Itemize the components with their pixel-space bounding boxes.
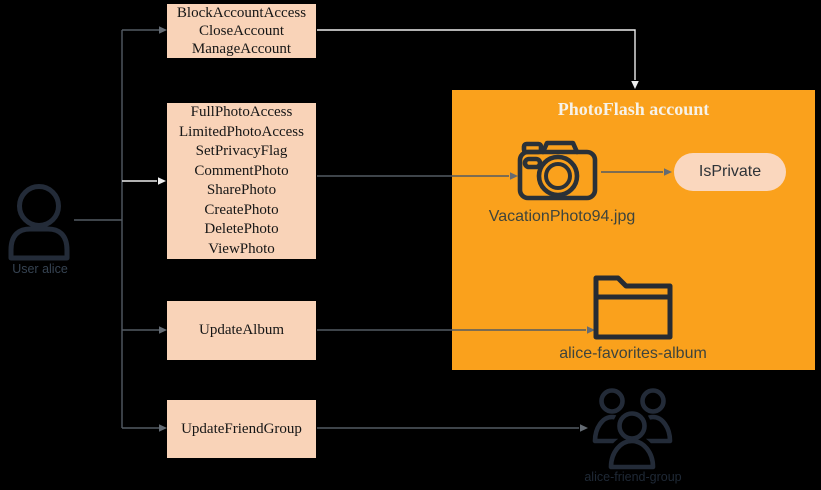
- is-private-badge: IsPrivate: [674, 153, 786, 191]
- user-label: User alice: [12, 262, 68, 276]
- action-label: CreatePhoto: [204, 201, 279, 218]
- action-label: UpdateAlbum: [199, 322, 284, 338]
- person-icon: [8, 184, 70, 261]
- account-title: PhotoFlash account: [557, 99, 710, 119]
- action-label: FullPhotoAccess: [190, 104, 293, 120]
- action-label: CommentPhoto: [194, 162, 289, 179]
- action-box-photo: FullPhotoAccess LimitedPhotoAccess SetPr…: [167, 103, 316, 259]
- action-label: SetPrivacyFlag: [195, 143, 288, 159]
- action-label: ManageAccount: [191, 41, 292, 57]
- friend-group-label: alice-friend-group: [584, 470, 682, 484]
- arrowhead: [631, 81, 639, 89]
- arrowhead: [159, 424, 167, 432]
- action-label: SharePhoto: [206, 182, 277, 198]
- folder-icon: [593, 275, 673, 340]
- arrowhead: [158, 177, 166, 185]
- action-box-account: BlockAccountAccess CloseAccount ManageAc…: [167, 4, 316, 58]
- action-label: ViewPhoto: [208, 240, 275, 257]
- arrowhead: [159, 26, 167, 34]
- action-label: LimitedPhotoAccess: [179, 123, 304, 140]
- action-label: DeletePhoto: [204, 221, 279, 237]
- arrowhead: [159, 326, 167, 334]
- people-group-icon: [592, 388, 673, 472]
- album-name-label: alice-favorites-album: [559, 345, 707, 362]
- camera-icon: [517, 140, 598, 201]
- photoflash-account-container: [452, 90, 815, 370]
- action-box-friend-group: UpdateFriendGroup: [167, 400, 316, 458]
- photo-filename-label: VacationPhoto94.jpg: [488, 208, 636, 225]
- action-box-album: UpdateAlbum: [167, 301, 316, 360]
- action-label: CloseAccount: [199, 23, 284, 39]
- edge-account-actions-to-account: [317, 29, 636, 80]
- action-label: UpdateFriendGroup: [181, 420, 302, 437]
- arrowhead: [580, 424, 588, 432]
- action-label: BlockAccountAccess: [176, 5, 307, 21]
